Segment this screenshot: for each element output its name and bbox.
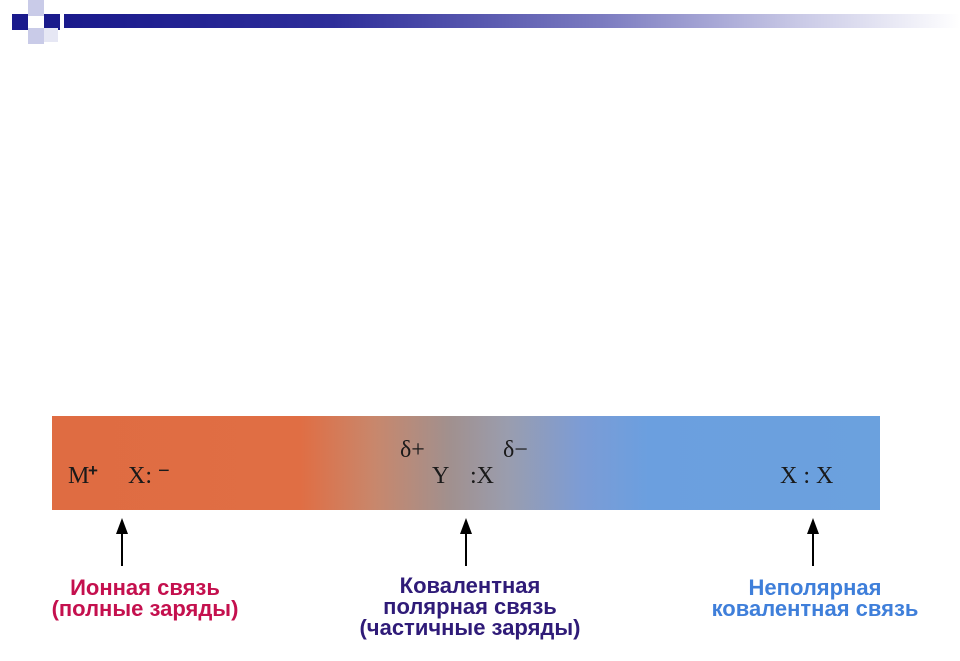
nonpolar-label-line: ковалентная связь: [711, 596, 919, 621]
polar-label-line: (частичные заряды): [359, 615, 581, 640]
nonpolar-label-line: Неполярная: [748, 575, 882, 600]
header-square: [28, 0, 44, 16]
ionic-label-line: (полные заряды): [51, 596, 239, 621]
header-square: [12, 14, 28, 30]
arrow-up-icon: [114, 518, 130, 566]
polar-delta-plus: δ+: [400, 437, 425, 463]
polar-left-atom: Y: [432, 463, 450, 489]
ionic-bond-label: Ионная связь (полные заряды): [20, 575, 270, 621]
nonpolar-formula: X : X: [780, 463, 834, 489]
header-square: [44, 28, 58, 42]
polar-label-line: полярная связь: [383, 594, 557, 619]
ionic-cation: M: [68, 463, 90, 489]
arrow-up-icon: [458, 518, 474, 566]
ionic-anion-charge: −: [158, 460, 170, 482]
polar-right-atom: :X: [470, 463, 494, 489]
ionic-cation-charge: +: [88, 461, 98, 480]
ionic-anion: X:: [128, 463, 152, 489]
ionic-label-line: Ионная связь: [70, 575, 220, 600]
header-square: [44, 14, 60, 30]
polar-bond-label: Ковалентная полярная связь (частичные за…: [320, 573, 620, 640]
header-square: [28, 28, 44, 44]
polar-delta-minus: δ−: [503, 437, 528, 463]
header-gradient-bar: [64, 14, 960, 28]
polar-label-line: Ковалентная: [399, 573, 541, 598]
arrow-up-icon: [805, 518, 821, 566]
nonpolar-bond-label: Неполярная ковалентная связь: [680, 575, 950, 621]
bond-spectrum-bar: [52, 416, 880, 510]
